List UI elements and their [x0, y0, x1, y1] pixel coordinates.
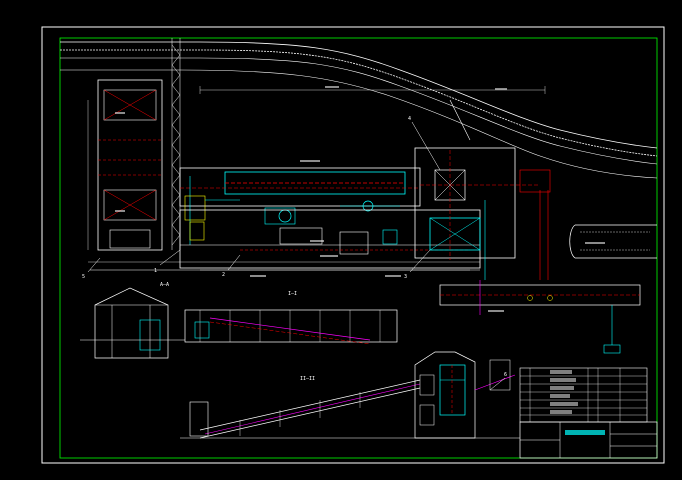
title-block	[519, 421, 658, 459]
section-label-ii: II—II	[300, 376, 315, 382]
outer-sheet-frame	[41, 26, 665, 464]
transfer-station-plan	[414, 147, 551, 280]
lower-plan-room	[88, 209, 481, 271]
main-conveyor-plan	[179, 167, 421, 245]
right-road-plan	[569, 224, 657, 259]
section-a-elevation: A—A	[80, 282, 185, 359]
callout-5: 5	[82, 274, 85, 280]
section-label-i: I—I	[288, 291, 297, 297]
section-label-a: A—A	[160, 282, 169, 288]
callout-1: 1	[154, 268, 157, 274]
right-conveyor-elevation	[439, 280, 641, 354]
callout-3: 3	[404, 274, 407, 280]
callouts: 1 2 3 4 5 6	[82, 116, 507, 391]
callout-6: 6	[504, 372, 507, 378]
dimension-lines	[87, 86, 546, 271]
tower-building-plan	[97, 79, 163, 251]
annotation-marks	[115, 86, 605, 312]
callout-4: 4	[408, 116, 411, 122]
callout-2: 2	[222, 272, 225, 278]
road-boundary-lines	[60, 41, 658, 179]
transfer-tower-elevation	[414, 351, 516, 439]
section-i-elevation: I—I	[184, 291, 398, 345]
section-ii-elevation: II—II	[180, 376, 520, 439]
equipment-legend-table	[519, 367, 648, 423]
inner-drawing-frame	[59, 37, 658, 459]
